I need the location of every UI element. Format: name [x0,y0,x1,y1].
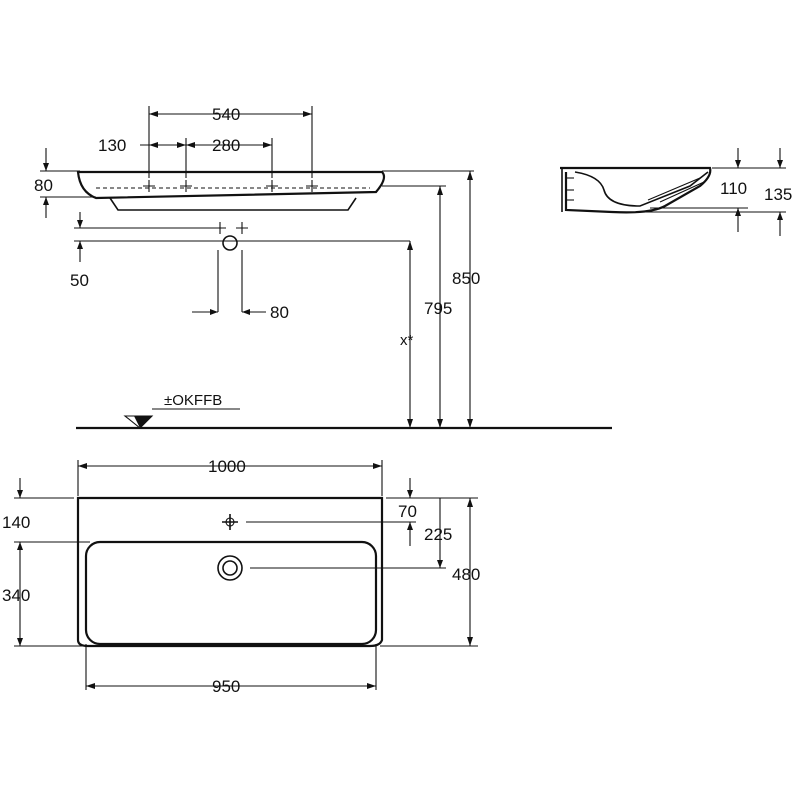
front-elevation: 540 130 280 80 [34,105,612,430]
basin-rim-outline [76,170,386,200]
dim-80-waste: 80 [192,303,289,322]
dim-480-label: 480 [452,565,480,584]
dim-80-rim: 80 [34,148,96,218]
dim-540-label: 540 [212,105,240,124]
dim-130-280: 130 280 [98,136,273,178]
dim-1000-label: 1000 [208,457,246,476]
dim-x-label: x* [400,332,414,349]
dim-340-label: 340 [2,586,30,605]
tap-hole-marks [143,180,318,192]
plan-view: 1000 950 140 340 70 225 480 [2,457,480,696]
dim-verticals: 850 795 x* [382,170,480,428]
dim-950-label: 950 [212,677,240,696]
plan-tap-hole [222,514,238,530]
dim-795-label: 795 [424,299,452,318]
side-section: 110 135 [560,148,792,236]
dim-50-label: 50 [70,271,89,290]
plan-outer-outline [76,496,384,648]
dim-140-label: 140 [2,513,30,532]
dim-130-label: 130 [98,136,126,155]
basin-apron [109,197,357,211]
dim-110-label: 110 [720,179,747,198]
plan-drain [217,555,243,581]
dim-80-rim-label: 80 [34,176,53,195]
dim-225-label: 225 [424,525,452,544]
dim-135-label: 135 [764,185,792,204]
plan-bowl [84,540,378,646]
dim-540: 540 [148,105,313,178]
dim-280-label: 280 [212,136,240,155]
dim-80-waste-label: 80 [270,303,289,322]
dim-850-label: 850 [452,269,480,288]
floor-reference: ±OKFFB [76,392,612,430]
waste-fitting [214,222,248,312]
dim-70-label: 70 [398,502,417,521]
dim-50: 50 [70,212,410,290]
floor-reference-label: ±OKFFB [164,392,222,409]
